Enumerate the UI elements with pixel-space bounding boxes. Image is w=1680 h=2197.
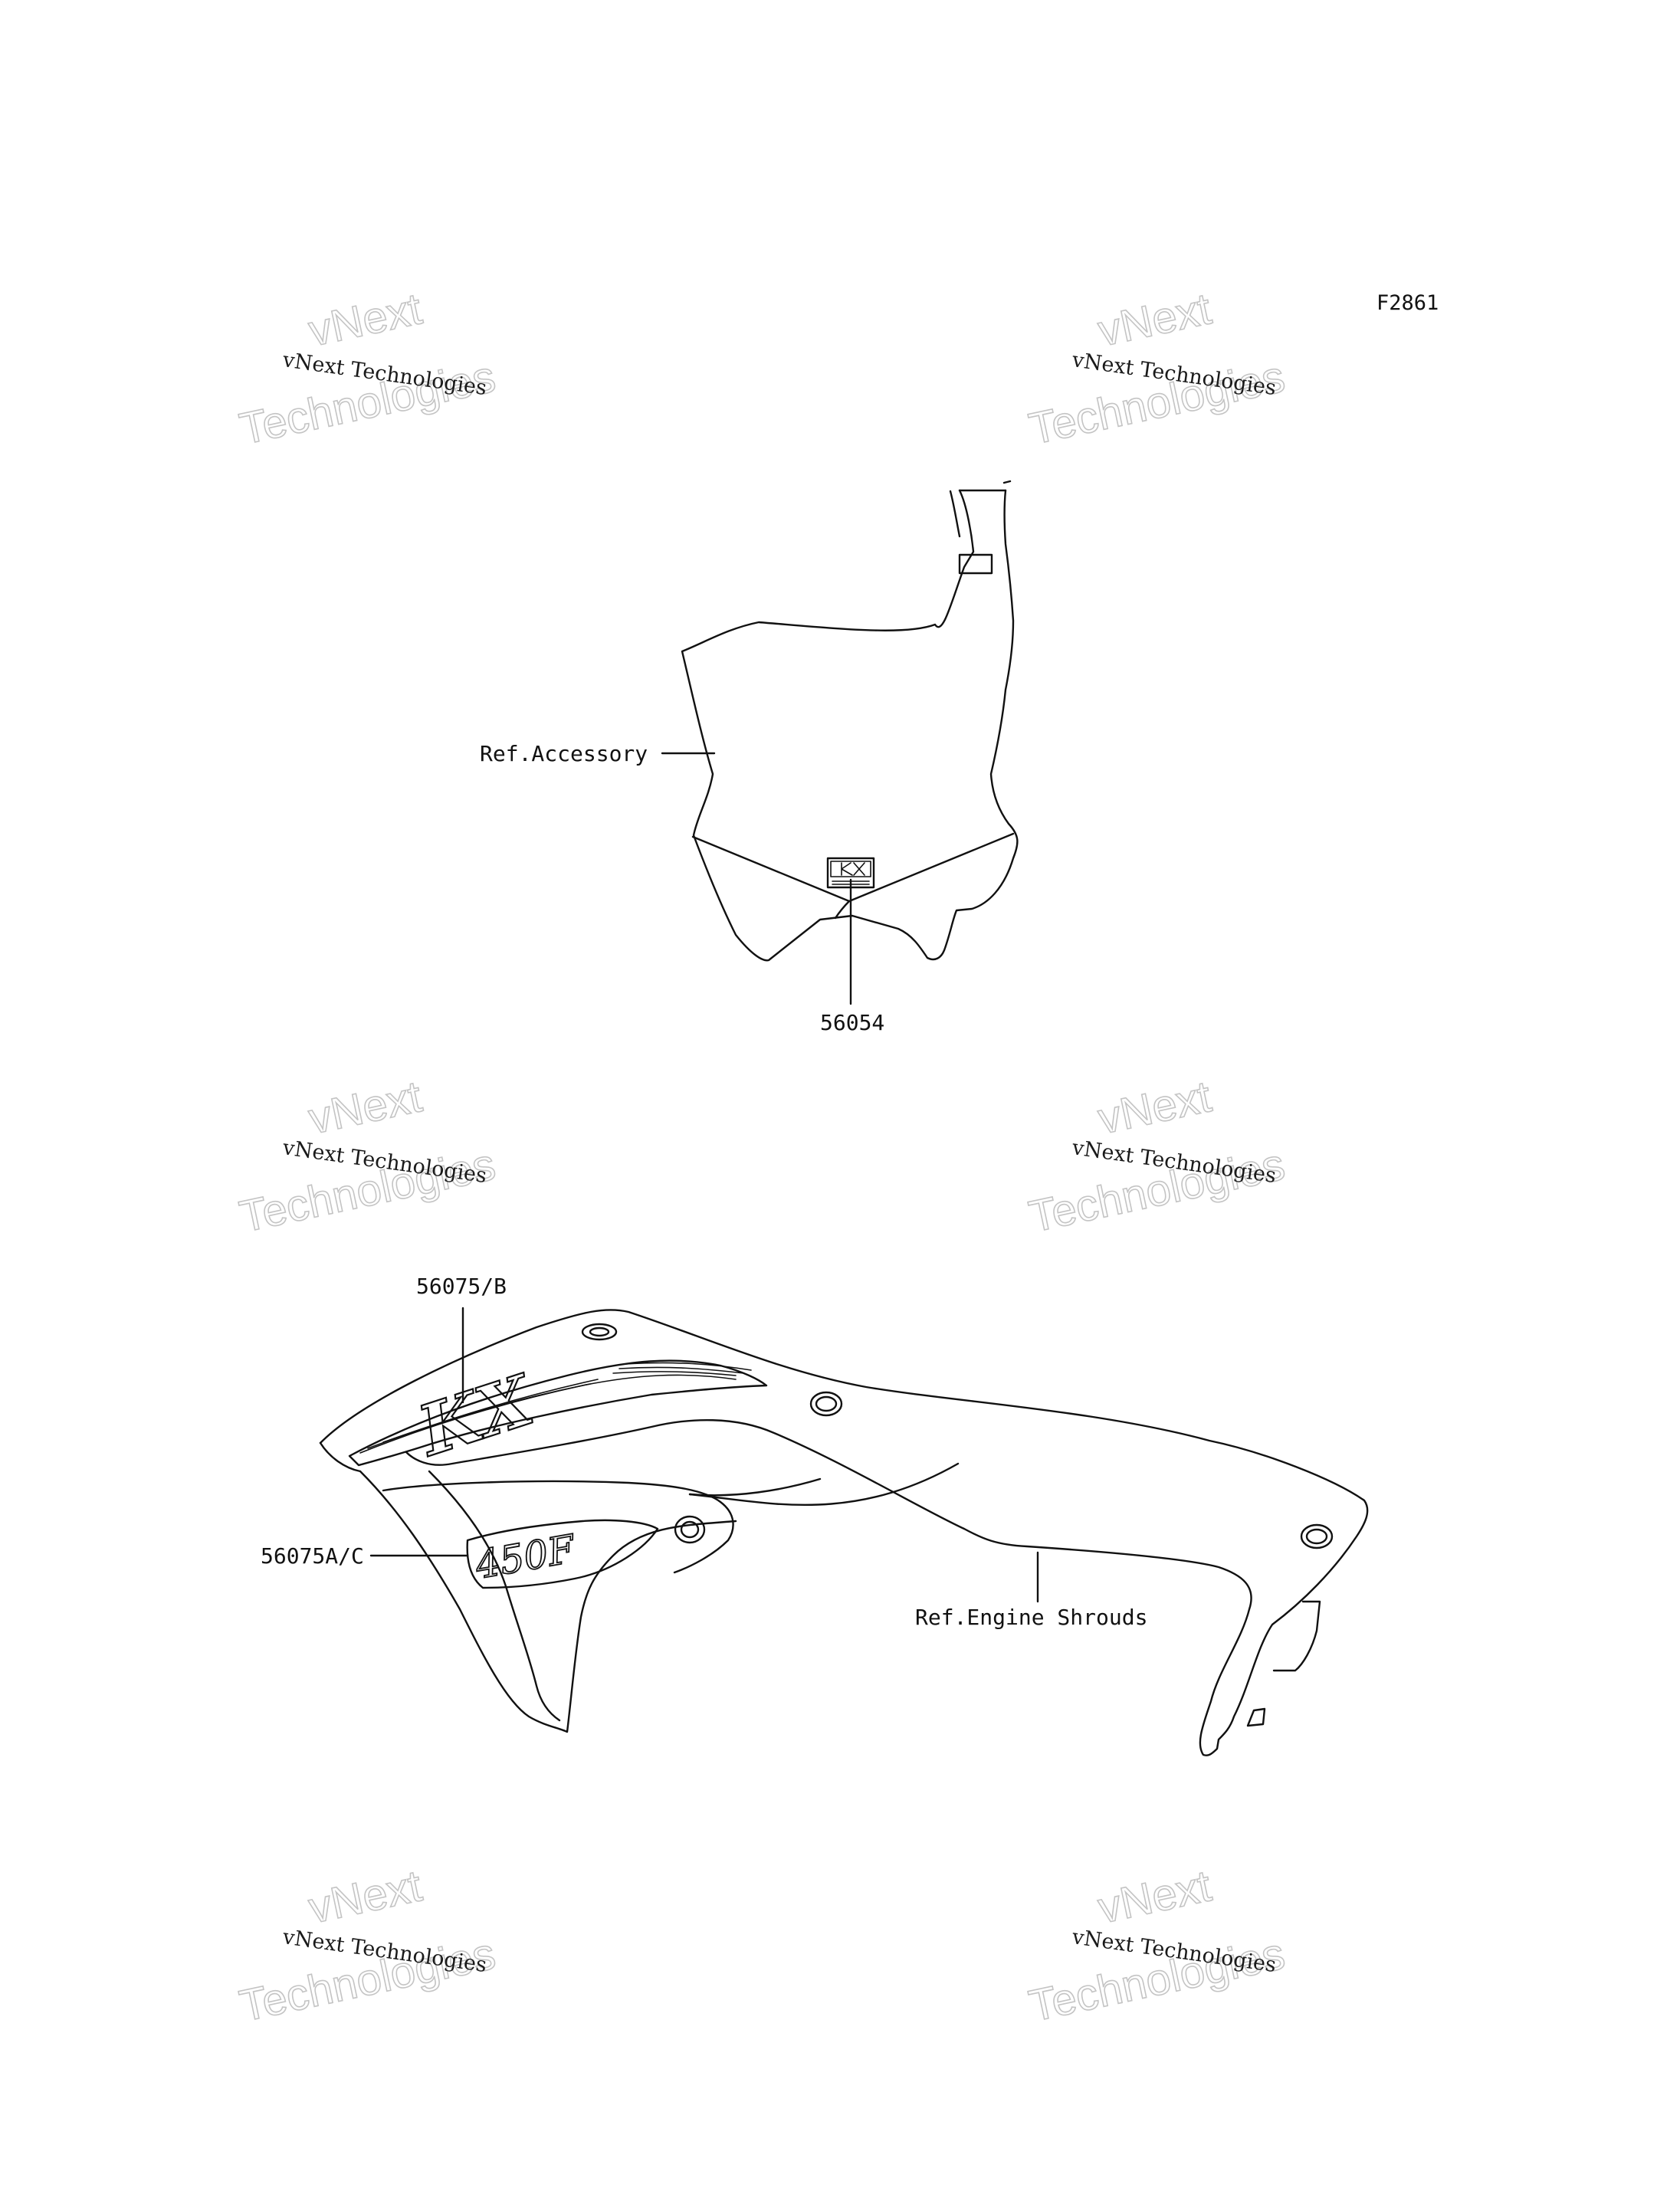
watermark-line2: vNext [304, 1071, 426, 1143]
ref-engine-shrouds-label: Ref.Engine Shrouds [915, 1605, 1147, 1630]
part-56054-label[interactable]: 56054 [820, 1010, 884, 1035]
watermark-top-right: vNext Technologies vNext Technologies [1024, 284, 1289, 455]
ref-accessory-label: Ref.Accessory [480, 741, 648, 766]
watermark-bottom-left: vNext Technologies vNext Technologies [235, 1861, 500, 2032]
watermark-line2: vNext [1094, 284, 1216, 356]
watermark-top-left: vNext Technologies vNext Technologies [235, 284, 500, 455]
grommet-icon [674, 1515, 706, 1544]
watermark-mid-left: vNext Technologies vNext Technologies [235, 1071, 500, 1243]
mount-hole-icon [809, 1391, 843, 1417]
mount-hole-icon [1300, 1523, 1334, 1549]
part-56075-ac-label[interactable]: 56075A/C [261, 1543, 364, 1569]
watermark-line2: vNext [1094, 1861, 1216, 1933]
watermark-line2: vNext [304, 1861, 426, 1933]
mount-hole-icon [581, 1323, 618, 1341]
model-decal: 450F [382, 1480, 734, 1589]
watermark-line2: vNext [304, 284, 426, 356]
number-plate-drawing: Ref.Accessory 56054 [480, 480, 1019, 1035]
watermark-mid-right: vNext Technologies vNext Technologies [1024, 1071, 1289, 1243]
watermark-line2: vNext [1094, 1071, 1216, 1143]
plate-slot [958, 553, 993, 575]
figure-code: F2861 [1376, 291, 1439, 315]
kx-decal: KX [348, 1358, 768, 1474]
watermark-bottom-right: vNext Technologies vNext Technologies [1024, 1861, 1289, 2032]
radiator-shroud-drawing: KX 450F 56075/B 56075A/C Ref.Engine Shro… [261, 1274, 1369, 1756]
kx-decal-text: KX [407, 1359, 544, 1472]
part-56075-b-label[interactable]: 56075/B [416, 1274, 507, 1299]
